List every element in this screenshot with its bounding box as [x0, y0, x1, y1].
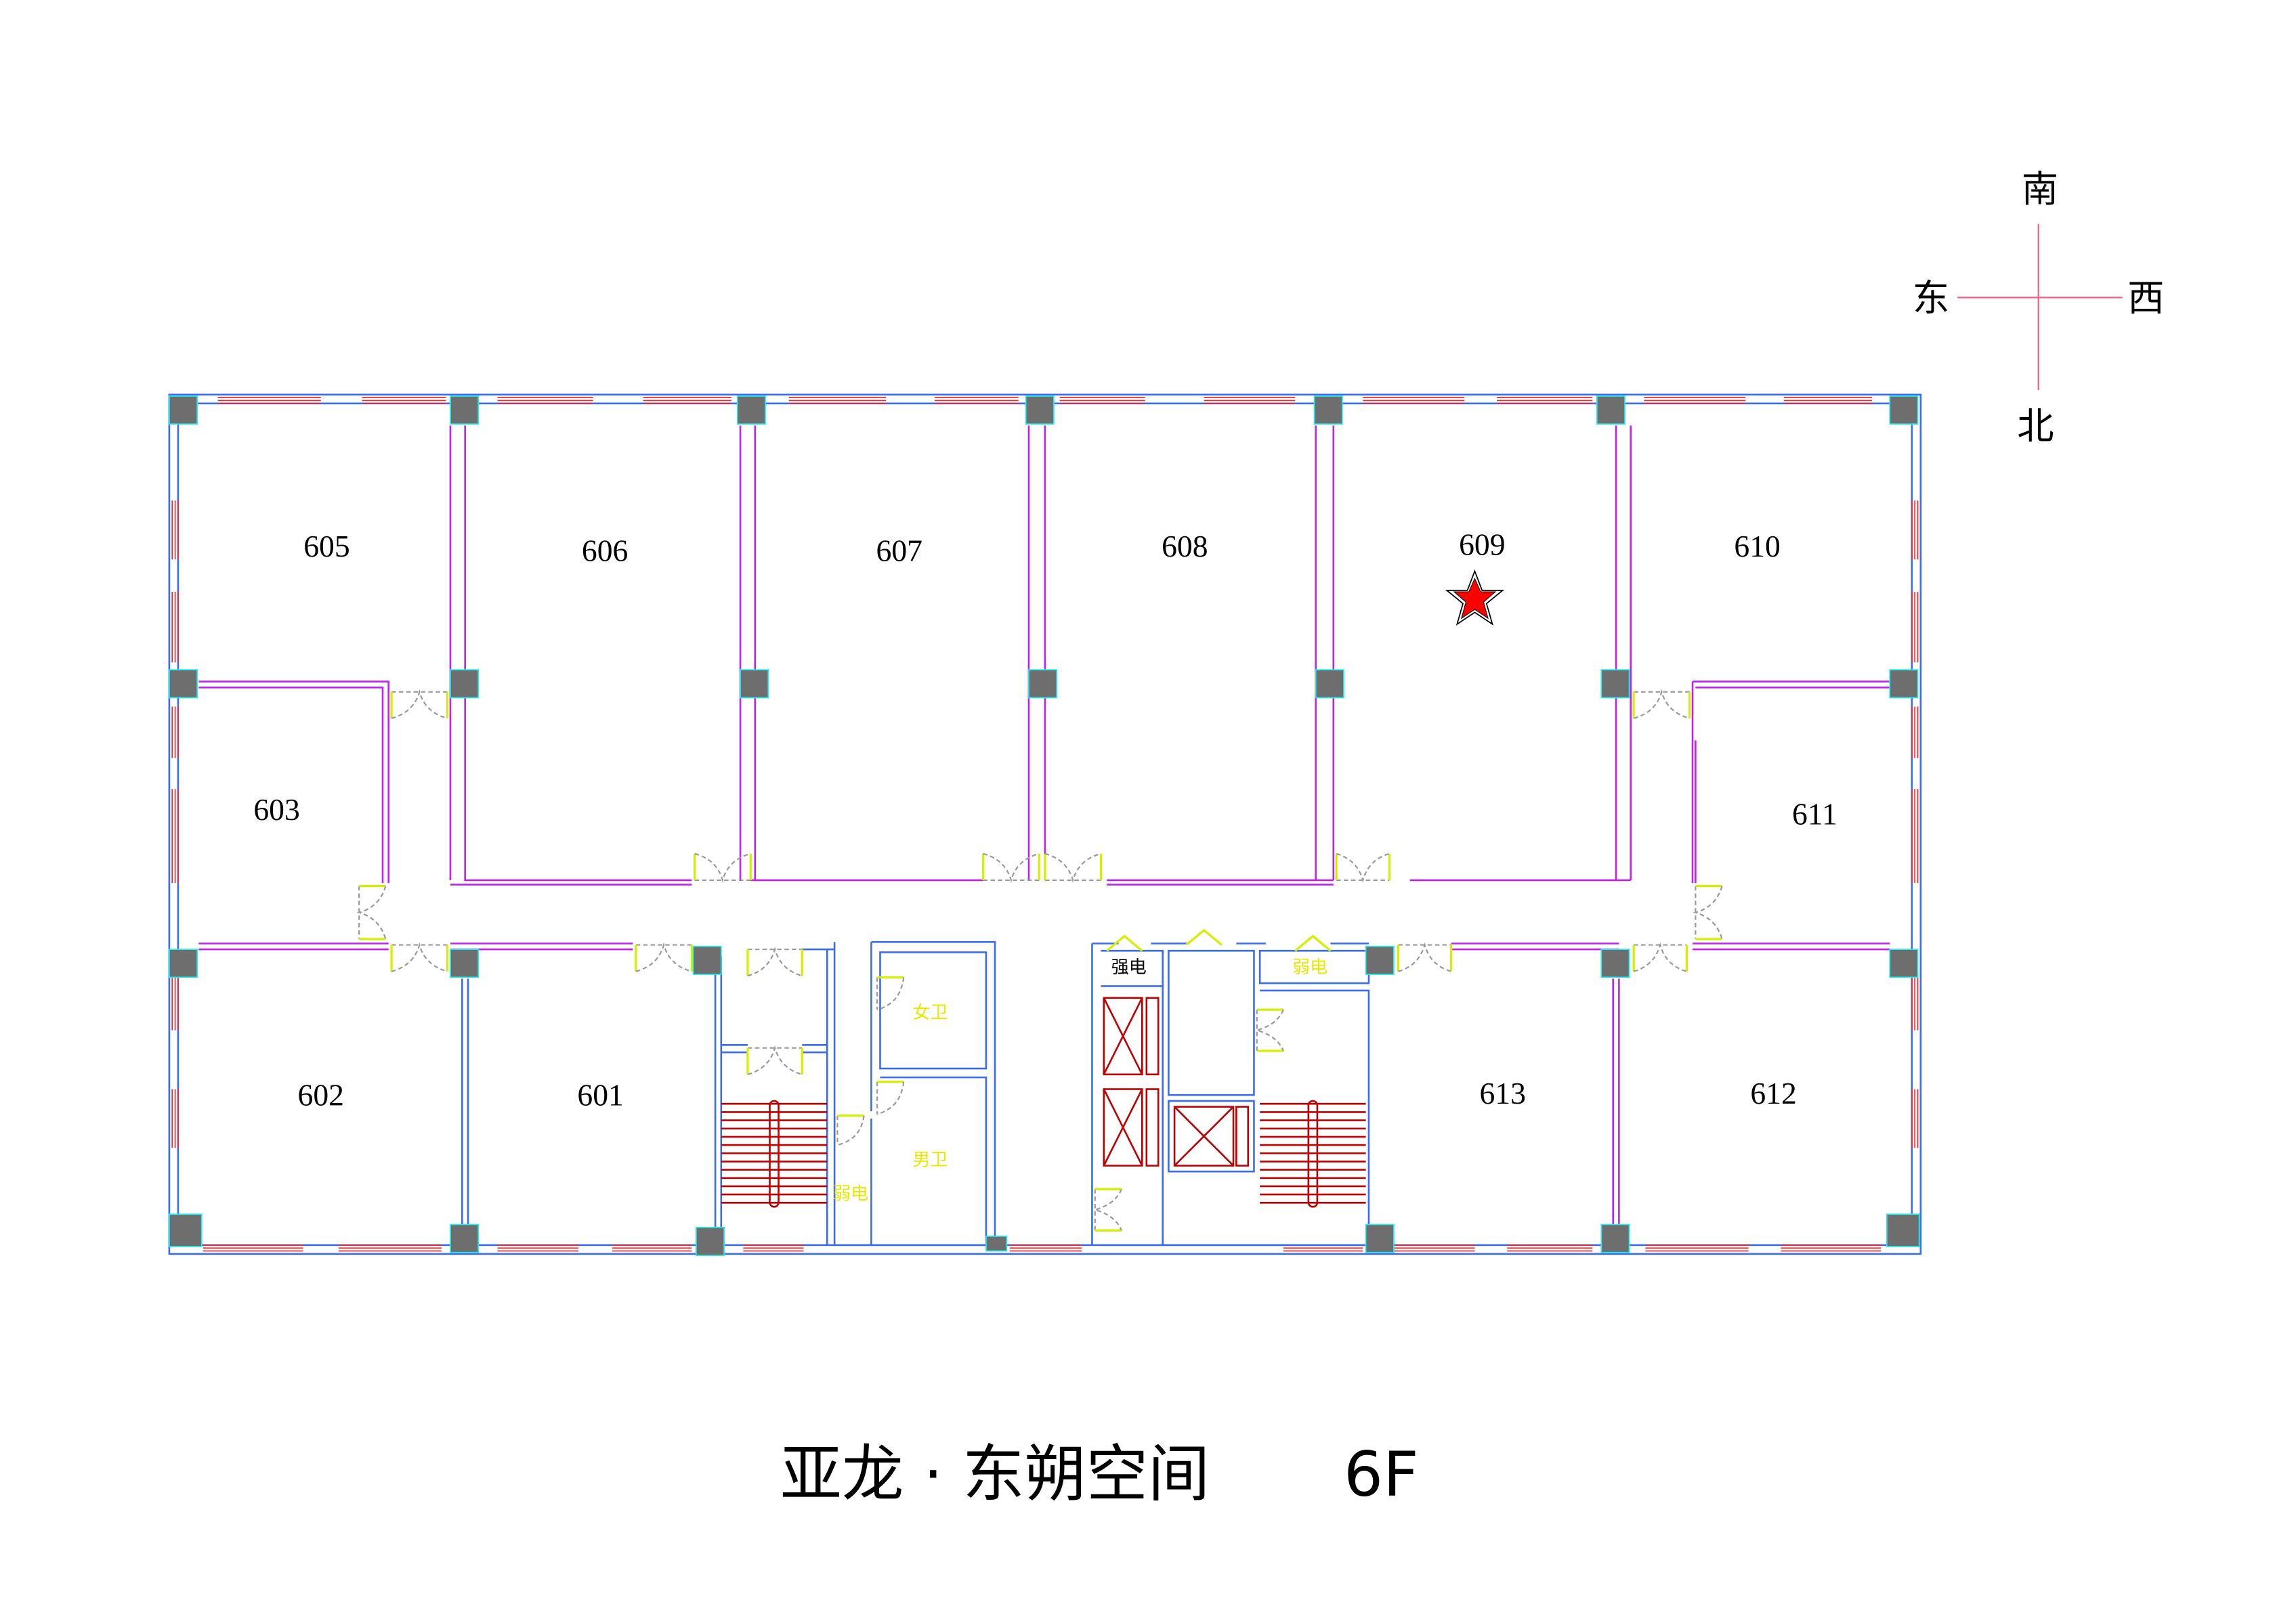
pillar	[450, 395, 480, 425]
pillar	[1025, 395, 1055, 425]
door-leaf	[1185, 928, 1223, 946]
door-swing	[983, 852, 1040, 883]
door-leaf	[1094, 1188, 1122, 1232]
door-swing	[747, 1045, 803, 1075]
door-swing	[1398, 942, 1451, 972]
door-swing	[1336, 852, 1390, 883]
pillar	[1313, 395, 1343, 425]
compass-north: 北	[2017, 405, 2054, 448]
pillar	[1315, 669, 1344, 699]
door-leaf	[981, 853, 1040, 880]
room-603: 603	[253, 792, 299, 827]
door-leaf	[746, 949, 803, 976]
room-labels: 605 606 607 608 609 610 603 611 602 601 …	[253, 527, 1837, 1112]
pillar	[169, 669, 198, 699]
door-swing	[1254, 1009, 1284, 1052]
room-607: 607	[876, 533, 922, 567]
room-601: 601	[577, 1077, 623, 1112]
compass-west: 西	[2127, 277, 2164, 320]
door-leaf	[1695, 884, 1722, 940]
pillar	[985, 1235, 1008, 1252]
door-swing	[837, 1115, 865, 1146]
room-608: 608	[1162, 529, 1208, 563]
pillar	[1365, 1224, 1395, 1253]
door-leaf	[359, 884, 386, 940]
stair-handrail	[1307, 1100, 1319, 1208]
door-leaf	[390, 945, 449, 972]
compass-south: 南	[2022, 168, 2058, 211]
compass-east: 东	[1913, 277, 1949, 320]
pillar	[1365, 945, 1395, 975]
door-swing	[1092, 1188, 1122, 1231]
room-613: 613	[1479, 1076, 1525, 1110]
label-weak-power-left: 弱电	[833, 1184, 868, 1204]
door-leaf	[1632, 945, 1688, 972]
door-swing	[876, 977, 905, 1011]
door-swing	[391, 689, 448, 719]
floor-label: 6F	[1344, 1437, 1419, 1510]
door-swing	[1633, 942, 1687, 972]
door-swing	[391, 942, 448, 972]
plan-title: 亚龙 · 东朔空间	[780, 1437, 1210, 1510]
room-606: 606	[582, 533, 628, 567]
door-leaf	[1044, 853, 1103, 880]
service-core: 强电 弱电 女卫 男卫 弱电	[714, 940, 1370, 1247]
door-leaf	[635, 945, 693, 972]
room-602: 602	[298, 1077, 344, 1112]
pillar	[450, 1224, 480, 1253]
partitions	[198, 425, 1890, 1225]
pillar	[1889, 669, 1919, 699]
doors	[356, 689, 1723, 1232]
label-weak-power-right: 弱电	[1292, 957, 1327, 978]
label-womens-restroom: 女卫	[912, 1003, 948, 1023]
door-leaf	[694, 853, 752, 880]
pillar	[1600, 1224, 1630, 1253]
pillar	[450, 669, 480, 699]
exterior-walls	[168, 393, 1922, 1255]
location-star-icon	[1445, 569, 1505, 626]
room-611: 611	[1792, 796, 1837, 831]
door-leaf	[1256, 1008, 1283, 1052]
pillar	[1600, 949, 1630, 978]
pillar	[740, 669, 769, 699]
door-swing	[1693, 886, 1723, 940]
door-leaf	[1294, 934, 1332, 952]
pillar	[1889, 949, 1919, 978]
pillar	[1596, 395, 1625, 425]
pillar	[1889, 395, 1919, 425]
door-leaf	[746, 1047, 803, 1075]
pillar	[695, 1226, 725, 1256]
room-612: 612	[1750, 1076, 1796, 1110]
door-swing	[635, 942, 692, 972]
door-swing	[1044, 852, 1101, 883]
pillar	[1028, 669, 1058, 699]
pillars	[169, 395, 1920, 1256]
compass: 南 东 西 北	[1913, 168, 2165, 448]
room-610: 610	[1734, 529, 1780, 563]
door-swing	[747, 947, 803, 977]
pillar	[1600, 669, 1630, 699]
door-leaf	[1397, 945, 1453, 972]
pillar	[692, 945, 722, 975]
door-leaf	[1335, 853, 1391, 880]
door-swing	[1633, 689, 1690, 719]
door-leaf	[1632, 691, 1691, 718]
pillar	[1886, 1213, 1920, 1247]
pillar	[736, 395, 766, 425]
door-swing	[356, 886, 387, 940]
pillar	[169, 949, 198, 978]
pillar	[169, 1213, 203, 1247]
door-swing	[694, 852, 751, 883]
door-swing	[876, 1081, 905, 1115]
pillar	[169, 395, 198, 425]
room-609: 609	[1459, 527, 1505, 562]
room-605: 605	[303, 529, 349, 563]
label-strong-power: 强电	[1111, 957, 1147, 978]
pillar	[450, 949, 480, 978]
door-leaf	[1106, 934, 1143, 952]
label-mens-restroom: 男卫	[912, 1150, 948, 1171]
door-leaf	[390, 691, 449, 718]
stair-handrail	[769, 1100, 780, 1208]
